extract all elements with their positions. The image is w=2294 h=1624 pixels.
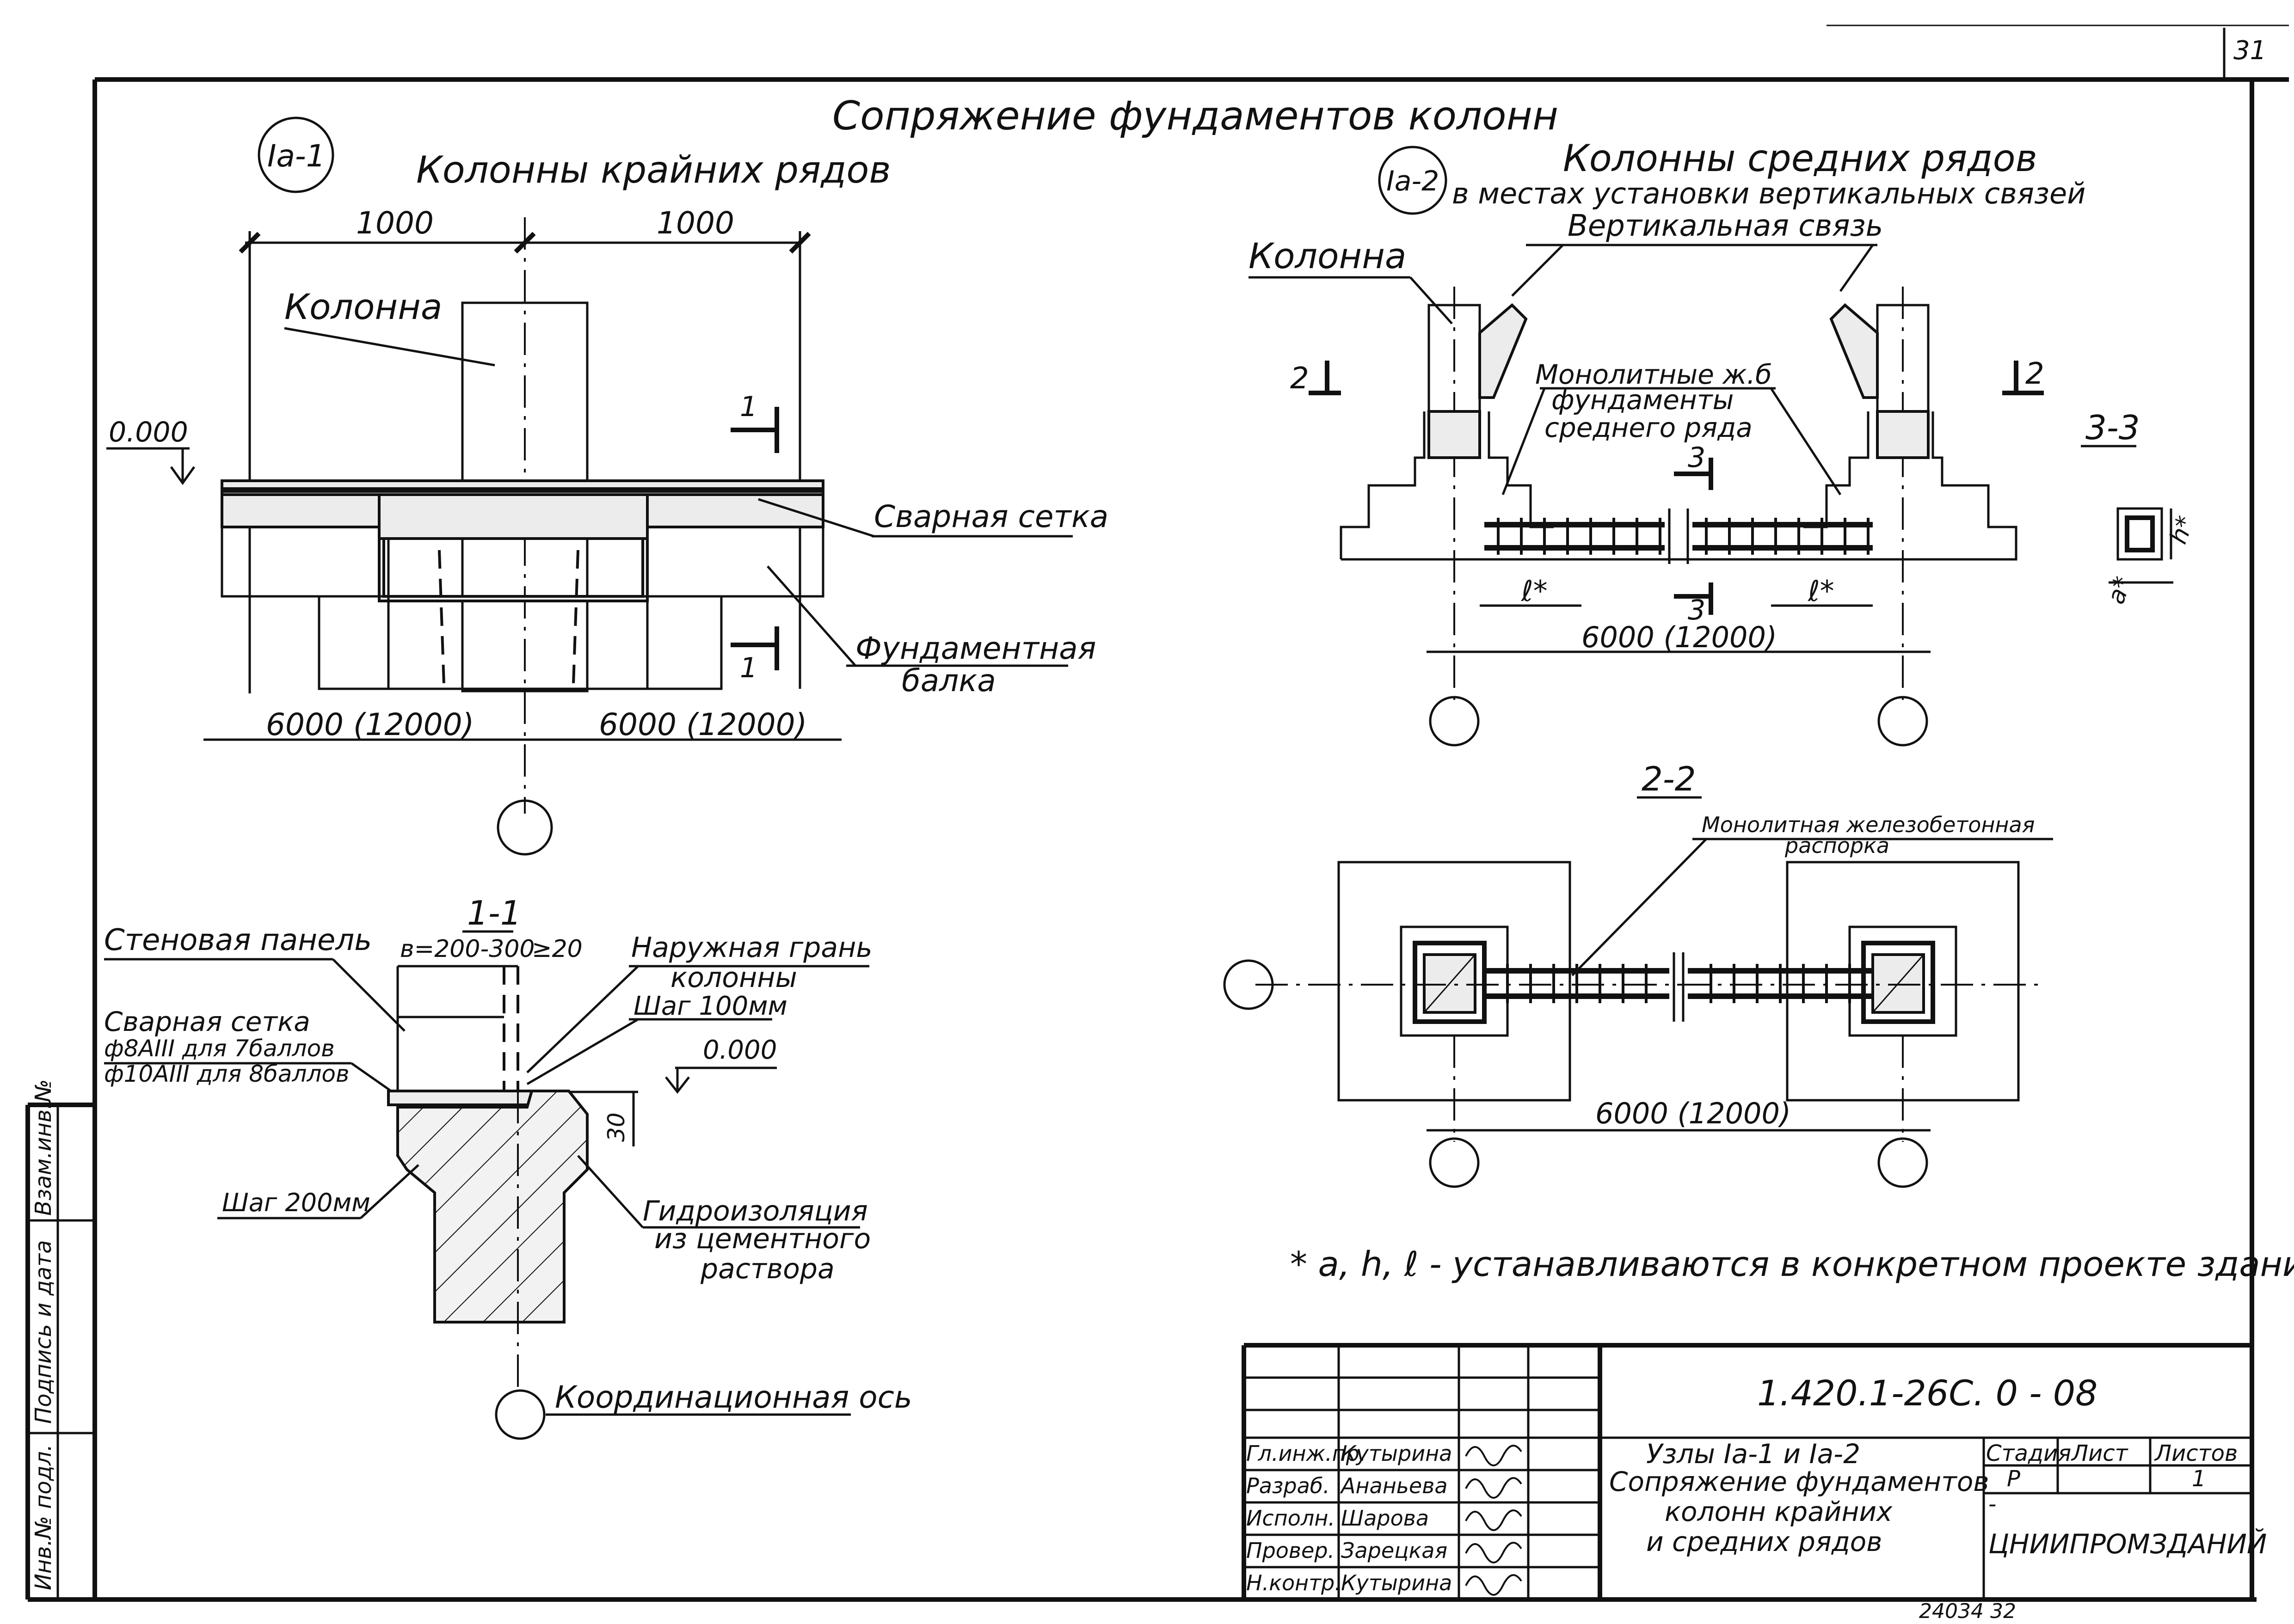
dim-right-1000: 1000 (657, 205, 734, 241)
role-1: Разраб. (1246, 1473, 1330, 1498)
sheet-number: 31 (2233, 36, 2266, 66)
section-mark-1-bottom: 1 (740, 652, 757, 684)
detail-ia-1: Iа-1 Колонны крайних рядов 1000 1000 Кол… (106, 116, 1108, 856)
section-mark-1-top: 1 (740, 391, 757, 423)
section-3-3: 3-3 h* а* (2081, 408, 2200, 607)
name-2: Шарова (1341, 1506, 1429, 1531)
role-3: Провер. (1246, 1538, 1335, 1563)
main-title: Сопряжение фундаментов колонн (832, 93, 1558, 139)
description-line4: и средних рядов (1646, 1526, 1882, 1557)
width-dim-label: в=200-300 (400, 935, 535, 963)
doc-code: 1.420.1-26С. 0 - 08 (1757, 1373, 2097, 1414)
detail-marker-ia-1: Iа-1 (267, 138, 326, 174)
waterproof-line3: раствора (700, 1253, 835, 1285)
wall-panel-label: Стеновая панель (104, 923, 372, 957)
section-mark-3-top: 3 (1688, 441, 1705, 474)
section-mark-3-bottom: 3 (1688, 594, 1705, 626)
level-mark-1-1: 0.000 (703, 1035, 777, 1065)
role-4: Н.контр. (1246, 1570, 1341, 1595)
stamp-sign-date: Подпись и дата (31, 1240, 56, 1424)
welded-mesh-label-1-1: Сварная сетка (104, 1006, 310, 1037)
dim-left-1000: 1000 (356, 205, 434, 241)
section-2-2-title: 2-2 (1642, 760, 1696, 798)
waterproof-line1: Гидроизоляция (643, 1195, 868, 1227)
l-star-right: ℓ* (1808, 574, 1834, 608)
right-detail-title-line1: Колонны средних рядов (1563, 137, 2037, 180)
side-stamp: Взам.инв.№ Подпись и дата Инв.№ подл. (25, 1079, 95, 1602)
column-label-left: Колонна (284, 286, 442, 327)
span-left-b: 6000 (12000) (599, 707, 807, 742)
sheet-header: Лист (2071, 1440, 2129, 1466)
section-1-1-title: 1-1 (467, 894, 522, 932)
outer-face-line1: Наружная грань (631, 932, 873, 964)
strut-label-line2: распорка (1784, 833, 1889, 858)
detail-marker-ia-2: Iа-2 (1386, 165, 1439, 197)
name-4: Кутырина (1341, 1570, 1452, 1595)
sheet-value: - (1988, 1491, 1996, 1517)
role-2: Исполн. (1246, 1506, 1335, 1531)
detail-ia-2: Iа-2 Колонны средних рядов в местах уста… (1248, 137, 2085, 747)
name-3: Зарецкая (1341, 1538, 1447, 1563)
bottom-code: 24034 32 (1919, 1599, 2016, 1622)
stamp-inv-orig: Инв.№ подл. (31, 1444, 56, 1590)
description-line3: колонн крайних (1665, 1496, 1893, 1527)
stamp-inv-dup: Взам.инв.№ (31, 1079, 56, 1216)
sheets-value: 1 (2192, 1466, 2206, 1492)
gap-dim-label: ≥20 (532, 935, 583, 963)
monolithic-line3: среднего ряда (1544, 412, 1753, 443)
section-1-1: 1-1 Стеновая панель в=200-300 ≥20 Наружн… (104, 894, 912, 1440)
title-block: 1.420.1-26С. 0 - 08 Гл.инж.пр. Разраб. И… (1242, 1343, 2267, 1599)
monolithic-line1: Монолитные ж.б (1535, 359, 1772, 390)
span-2-2: 6000 (12000) (1595, 1097, 1791, 1130)
section-2-2: 2-2 Монолитная железобетонная распорка (1223, 760, 2053, 1188)
stage-value: Р (2007, 1466, 2020, 1492)
a-star-label: а* (2102, 573, 2137, 608)
span-left-a: 6000 (12000) (266, 707, 474, 742)
mesh-spec-7: ф8АIII для 7баллов (104, 1035, 335, 1062)
name-0: Кутырина (1341, 1441, 1452, 1466)
right-detail-title-line2: в местах установки вертикальных связей (1452, 177, 2085, 210)
description-line1: Узлы Iа-1 и Iа-2 (1646, 1438, 1860, 1470)
section-mark-2-right: 2 (2025, 357, 2044, 391)
section-3-3-title: 3-3 (2085, 408, 2140, 447)
mesh-spec-8: ф10АIII для 8баллов (104, 1060, 349, 1087)
step-100-label: Шаг 100мм (633, 991, 787, 1021)
sheets-header: Листов (2154, 1440, 2238, 1466)
l-star-left: ℓ* (1521, 574, 1548, 608)
stage-header: Стадия (1986, 1440, 2071, 1466)
h-star-label: h* (2165, 513, 2200, 548)
strut-label-line1: Монолитная железобетонная (1702, 812, 2035, 837)
vertical-brace-label: Вертикальная связь (1568, 209, 1883, 243)
level-mark-left: 0.000 (109, 416, 188, 448)
description-line2: Сопряжение фундаментов (1609, 1466, 1989, 1497)
organization: ЦНИИПРОМЗДАНИЙ (1988, 1528, 2267, 1560)
beam-label-line1: Фундаментная (855, 631, 1096, 666)
detail-marker-circle (258, 116, 334, 193)
role-0: Гл.инж.пр. (1246, 1441, 1366, 1466)
section-mark-2-left: 2 (1290, 362, 1309, 396)
footnote: * а, h, ℓ - устанавливаются в конкретном… (1290, 1244, 2294, 1284)
span-right: 6000 (12000) (1581, 620, 1777, 654)
welded-mesh-label-left: Сварная сетка (874, 499, 1108, 534)
column-label-right: Колонна (1248, 235, 1406, 276)
thickness-30: 30 (603, 1112, 630, 1142)
coord-axis-label: Координационная ось (555, 1379, 912, 1415)
signatures (1465, 1445, 1522, 1596)
name-1: Ананьева (1340, 1473, 1448, 1498)
step-200-label: Шаг 200мм (222, 1188, 370, 1217)
beam-label-line2: балка (902, 663, 996, 699)
left-detail-title: Колонны крайних рядов (416, 148, 891, 191)
